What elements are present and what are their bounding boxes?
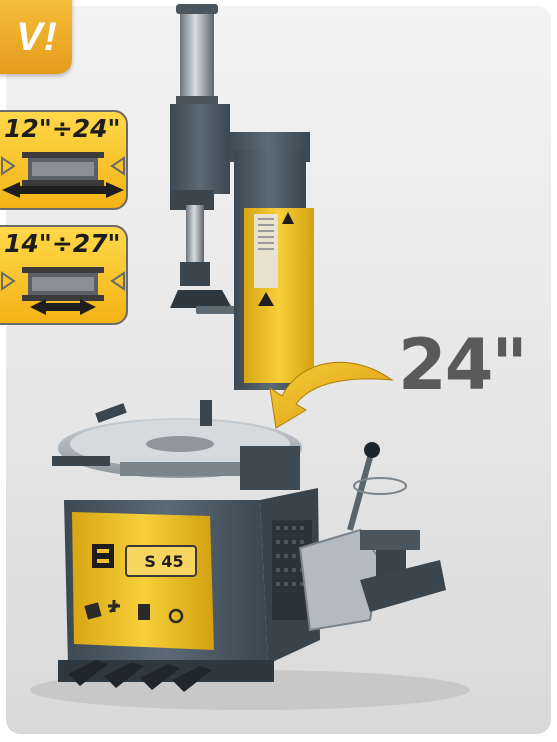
- rim-range-label: 12"÷24": [4, 114, 121, 143]
- rotation-arrow: [269, 361, 394, 429]
- pedal-icon-1: [84, 602, 102, 620]
- tool-shaft: [186, 205, 204, 265]
- mounting-tool: [170, 290, 232, 308]
- top-cylinder: [180, 8, 214, 103]
- rim-range-badge-large: 14"÷27": [0, 225, 128, 325]
- pedal-icon-2: [108, 600, 120, 614]
- pedal-icon-4: [168, 608, 184, 624]
- rim-clamp-icon: [1, 152, 125, 198]
- rim-range-label: 14"÷27": [4, 229, 121, 258]
- pedal-icon-3: [138, 604, 150, 620]
- rim-clamp-icon: [1, 267, 125, 315]
- lever-knob: [364, 442, 380, 458]
- brand-logo-icon: [92, 544, 114, 568]
- foot-pedals: [68, 660, 212, 692]
- rim-size-callout: 24": [398, 324, 528, 406]
- mounting-head: [170, 104, 230, 194]
- model-label: S 45: [144, 552, 184, 571]
- warning-triangle-icon: [258, 292, 274, 306]
- rim-range-badge-small: 12"÷24": [0, 110, 128, 210]
- new-badge-text: V!: [16, 15, 58, 59]
- front-panel: [72, 512, 214, 650]
- new-badge: V!: [0, 0, 72, 74]
